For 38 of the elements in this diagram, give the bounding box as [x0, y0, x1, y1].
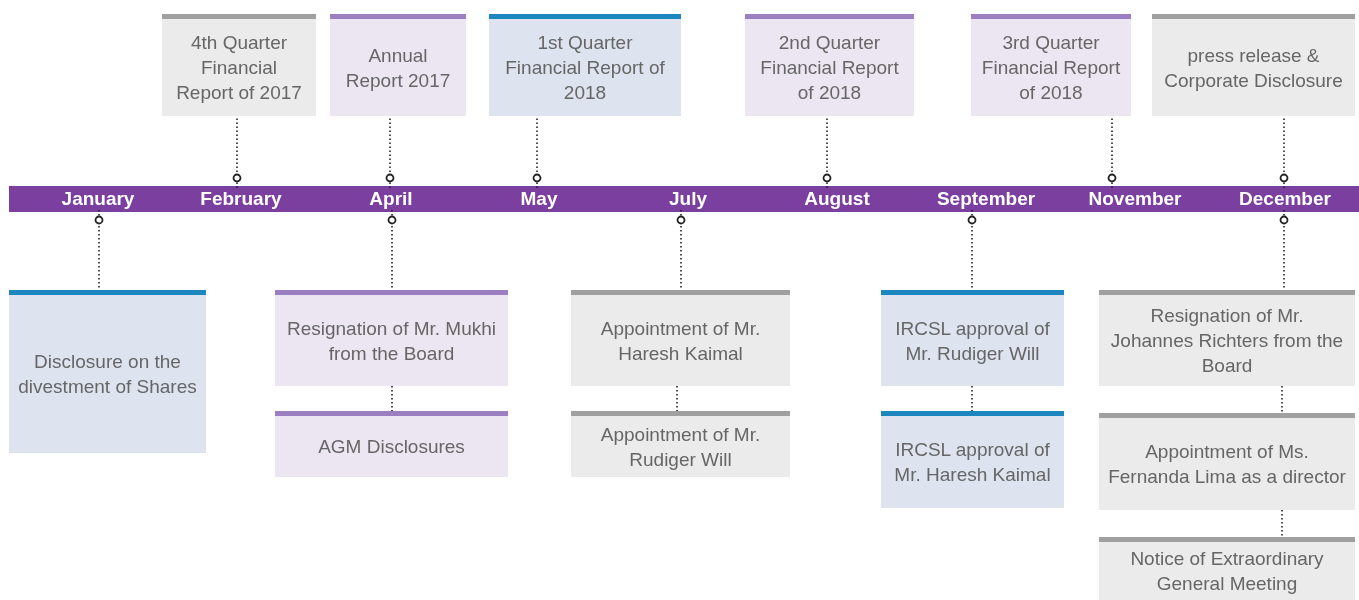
event-box: 3rd Quarter Financial Report of 2018 [971, 14, 1131, 116]
event-box: Disclosure on the divestment of Shares [9, 290, 206, 453]
event-box: 2nd Quarter Financial Report of 2018 [745, 14, 914, 116]
event-box: Resignation of Mr. Johannes Richters from the Board [1099, 290, 1355, 386]
dotted-connector [1107, 115, 1117, 189]
month-label: April [331, 188, 451, 210]
dotted-connector [967, 209, 977, 291]
month-label: August [777, 188, 897, 210]
event-box: Appointment of Mr. Haresh Kaimal [571, 290, 790, 386]
event-box: AGM Disclosures [275, 411, 508, 477]
month-label: September [926, 188, 1046, 210]
dotted-connector [676, 209, 686, 291]
dotted-connector [385, 115, 395, 189]
dotted-connector [387, 209, 397, 291]
event-box: Notice of Extraordinary General Meeting [1099, 537, 1355, 600]
event-box: Resignation of Mr. Mukhi from the Board [275, 290, 508, 386]
dotted-connector [532, 115, 542, 189]
month-label: February [181, 188, 301, 210]
month-label: December [1225, 188, 1345, 210]
event-box: 1st Quarter Financial Report of 2018 [489, 14, 681, 116]
event-box: IRCSL approval of Mr. Haresh Kaimal [881, 411, 1064, 508]
month-label: July [628, 188, 748, 210]
dotted-connector [1279, 115, 1289, 189]
month-label: May [479, 188, 599, 210]
dotted-connector [232, 115, 242, 189]
dotted-connector [1281, 385, 1283, 414]
dotted-connector [1279, 209, 1289, 291]
event-box: 4th Quarter Financial Report of 2017 [162, 14, 316, 116]
event-box: Appointment of Ms. Fernanda Lima as a director [1099, 413, 1355, 510]
month-label: November [1075, 188, 1195, 210]
event-box: Annual Report 2017 [330, 14, 466, 116]
event-box: IRCSL approval of Mr. Rudiger Will [881, 290, 1064, 386]
dotted-connector [94, 209, 104, 291]
event-box: Appointment of Mr. Rudiger Will [571, 411, 790, 477]
month-label: January [38, 188, 158, 210]
dotted-connector [1281, 509, 1283, 538]
dotted-connector [822, 115, 832, 189]
event-box: press release & Corporate Disclosure [1152, 14, 1355, 116]
